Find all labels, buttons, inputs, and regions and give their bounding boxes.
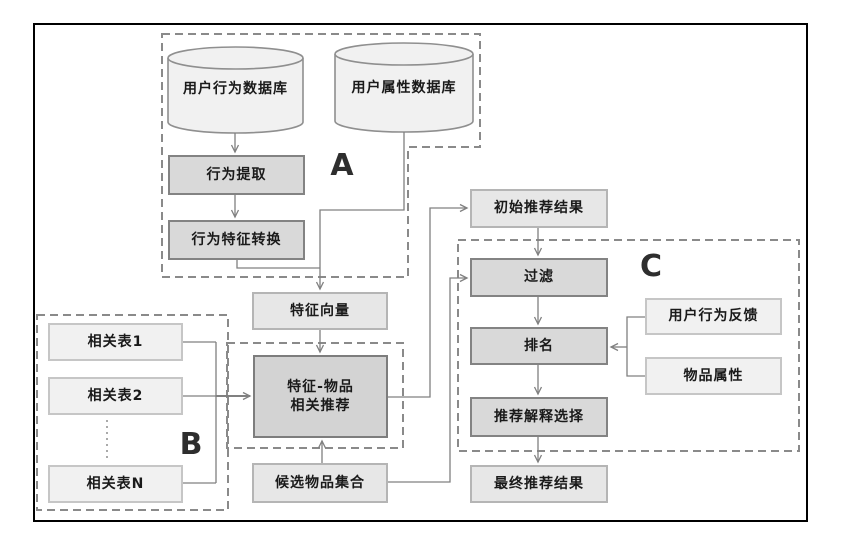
group-c-outline <box>457 239 800 452</box>
node-initial-recommendation-result: 初始推荐结果 <box>470 189 608 228</box>
database-cylinder-user-behavior <box>167 46 304 134</box>
node-related-table-2: 相关表2 <box>48 377 183 415</box>
group-a-outline <box>161 33 481 278</box>
edge-conversion-to-junction <box>236 260 320 269</box>
edge-core-to-initialresult <box>388 203 469 398</box>
node-ranking: 排名 <box>470 327 608 365</box>
node-related-table-1: 相关表1 <box>48 323 183 361</box>
node-item-attributes: 物品属性 <box>645 357 782 395</box>
group-c-label: C <box>639 248 663 284</box>
node-user-behavior-db: 用户行为数据库 <box>183 81 288 97</box>
edge-feedback-to-junction <box>626 316 645 347</box>
node-feature-item-recommendation: 特征-物品 相关推荐 <box>253 355 388 438</box>
node-filter: 过滤 <box>470 258 608 297</box>
group-b-label: B <box>179 426 203 462</box>
group-a-label: A <box>330 147 354 183</box>
edge-candidates-to-filter <box>388 273 469 483</box>
node-final-recommendation-result: 最终推荐结果 <box>470 465 608 503</box>
node-user-attribute-db: 用户属性数据库 <box>351 80 457 96</box>
node-related-table-n: 相关表N <box>48 465 183 503</box>
node-user-behavior-feedback: 用户行为反馈 <box>645 298 782 335</box>
node-feature-vector: 特征向量 <box>252 292 388 330</box>
edge-attributes-to-junction <box>626 347 645 377</box>
node-behavior-extraction: 行为提取 <box>168 155 305 195</box>
edge-attributedb-to-featurevector <box>315 132 405 291</box>
node-recommendation-explanation-selection: 推荐解释选择 <box>470 397 608 437</box>
node-candidate-item-set: 候选物品集合 <box>252 463 388 503</box>
node-behavior-feature-conversion: 行为特征转换 <box>168 220 305 260</box>
group-b-outline <box>36 314 229 511</box>
database-cylinder-user-attribute <box>334 42 474 133</box>
